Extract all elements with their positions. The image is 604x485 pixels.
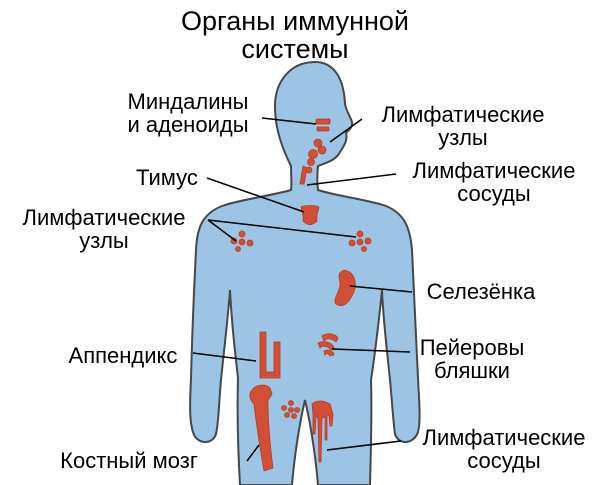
- label-axillary-lymph-nodes-line-1: Лимфатические: [23, 205, 186, 230]
- label-upper-lymph-vessels: Лимфатические сосуды: [413, 158, 576, 206]
- label-peyers-patches-line-1: Пейеровы: [420, 335, 525, 360]
- label-bone-marrow: Костный мозг: [60, 448, 198, 473]
- diagram-title: Органы иммунной системы: [181, 6, 409, 64]
- label-spleen-line-1: Селезёнка: [427, 279, 537, 304]
- label-upper-lymph-vessels-line-1: Лимфатические: [413, 158, 576, 183]
- label-lower-lymph-vessels: Лимфатические сосуды: [423, 425, 586, 473]
- label-neck-lymph-nodes-line-2: узлы: [438, 125, 488, 150]
- label-appendix: Аппендикс: [69, 343, 178, 368]
- label-tonsils-line-2: и аденоиды: [127, 112, 248, 137]
- label-lower-lymph-vessels-line-1: Лимфатические: [423, 425, 586, 450]
- label-axillary-lymph-nodes: Лимфатические узлы: [23, 205, 186, 253]
- label-thymus: Тимус: [136, 165, 198, 190]
- label-axillary-lymph-nodes-line-2: узлы: [79, 228, 129, 253]
- label-thymus-line-1: Тимус: [136, 165, 198, 190]
- label-tonsils-line-1: Миндалины: [128, 89, 249, 114]
- label-bone-marrow-line-1: Костный мозг: [60, 448, 198, 473]
- title-line-1: Органы иммунной: [181, 6, 409, 36]
- label-appendix-line-1: Аппендикс: [69, 343, 178, 368]
- label-lower-lymph-vessels-line-2: сосуды: [467, 448, 540, 473]
- thymus: [301, 206, 319, 225]
- label-tonsils: Миндалины и аденоиды: [127, 89, 248, 137]
- label-neck-lymph-nodes: Лимфатические узлы: [382, 102, 545, 150]
- label-neck-lymph-nodes-line-1: Лимфатические: [382, 102, 545, 127]
- title-line-2: системы: [241, 34, 348, 64]
- label-spleen: Селезёнка: [427, 279, 537, 304]
- label-upper-lymph-vessels-line-2: сосуды: [457, 181, 530, 206]
- label-peyers-patches-line-2: бляшки: [434, 358, 510, 383]
- label-peyers-patches: Пейеровы бляшки: [420, 335, 525, 383]
